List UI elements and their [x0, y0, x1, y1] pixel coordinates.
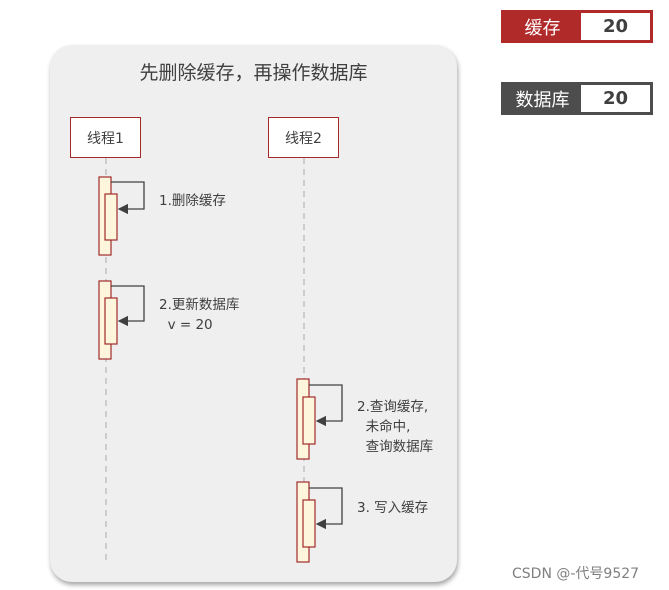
- database-legend-label: 数据库: [504, 85, 581, 112]
- step-label-4: 3. 写入缓存: [357, 500, 429, 516]
- activation-step3: [296, 378, 343, 460]
- activation-step2: [98, 280, 145, 360]
- activation-step1: [98, 176, 145, 256]
- cache-legend-value: 20: [581, 13, 650, 40]
- actor-thread2: 线程2: [268, 117, 339, 158]
- cache-legend-label: 缓存: [504, 13, 581, 40]
- database-legend-value: 20: [581, 85, 650, 112]
- watermark: CSDN @-代号9527: [512, 566, 640, 582]
- database-legend: 数据库 20: [501, 82, 653, 115]
- step-label-2: 2.更新数据库 v = 20: [159, 297, 240, 333]
- cache-legend: 缓存 20: [501, 10, 653, 43]
- step-label-1: 1.删除缓存: [159, 193, 226, 209]
- activation-step4: [296, 481, 343, 563]
- diagram-title: 先删除缓存，再操作数据库: [139, 62, 368, 84]
- actor-thread1: 线程1: [70, 117, 141, 158]
- step-label-3: 2.查询缓存, 未命中, 查询数据库: [357, 399, 434, 455]
